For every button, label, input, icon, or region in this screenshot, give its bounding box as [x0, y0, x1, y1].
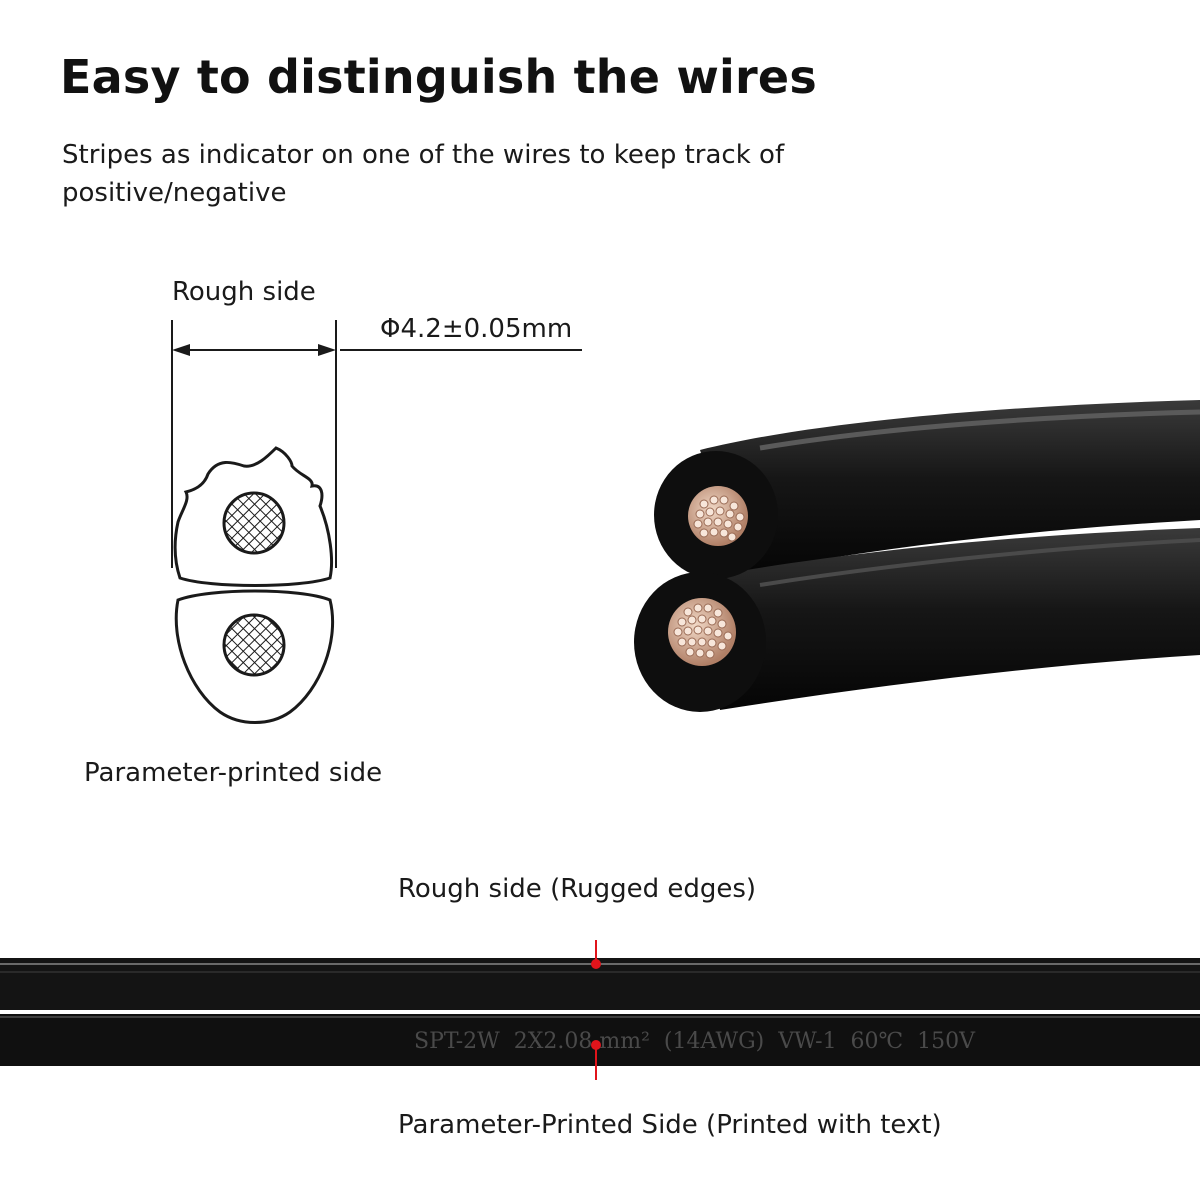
cable-highlight-lower: [759, 538, 1200, 587]
lower-copper-strands: [668, 598, 736, 666]
cross-section-diagram: [171, 320, 582, 724]
arrow-left-icon: [172, 344, 190, 356]
cable-photo: [634, 400, 1200, 712]
arrow-right-icon: [318, 344, 336, 356]
printed-side-band: [0, 1014, 1200, 1066]
param-side-conductor: [222, 613, 286, 677]
rough-side-label: Rough side: [172, 277, 316, 307]
subtitle: Stripes as indicator on one of the wires…: [62, 140, 785, 208]
printed-side-label: Parameter-Printed Side (Printed with tex…: [398, 1110, 942, 1140]
rough-marker-dot: [591, 959, 601, 969]
cable-strip: SPT-2W 2X2.08 mm² (14AWG) VW-1 60℃ 150V: [0, 940, 1200, 1080]
headline: Easy to distinguish the wires: [60, 50, 817, 104]
rough-edges-label: Rough side (Rugged edges): [398, 874, 757, 904]
cable-jacket-lower: [690, 528, 1200, 710]
param-side-label: Parameter-printed side: [84, 758, 383, 788]
cable-jacket-upper: [700, 400, 1200, 575]
upper-copper-strands: [688, 486, 748, 546]
rough-side-conductor: [222, 491, 286, 555]
printed-cable-text: SPT-2W 2X2.08 mm² (14AWG) VW-1 60℃ 150V: [414, 1029, 976, 1054]
cable-highlight: [759, 409, 1200, 451]
diameter-label: Φ4.2±0.05mm: [380, 314, 573, 344]
dimension-lines: [171, 320, 582, 568]
